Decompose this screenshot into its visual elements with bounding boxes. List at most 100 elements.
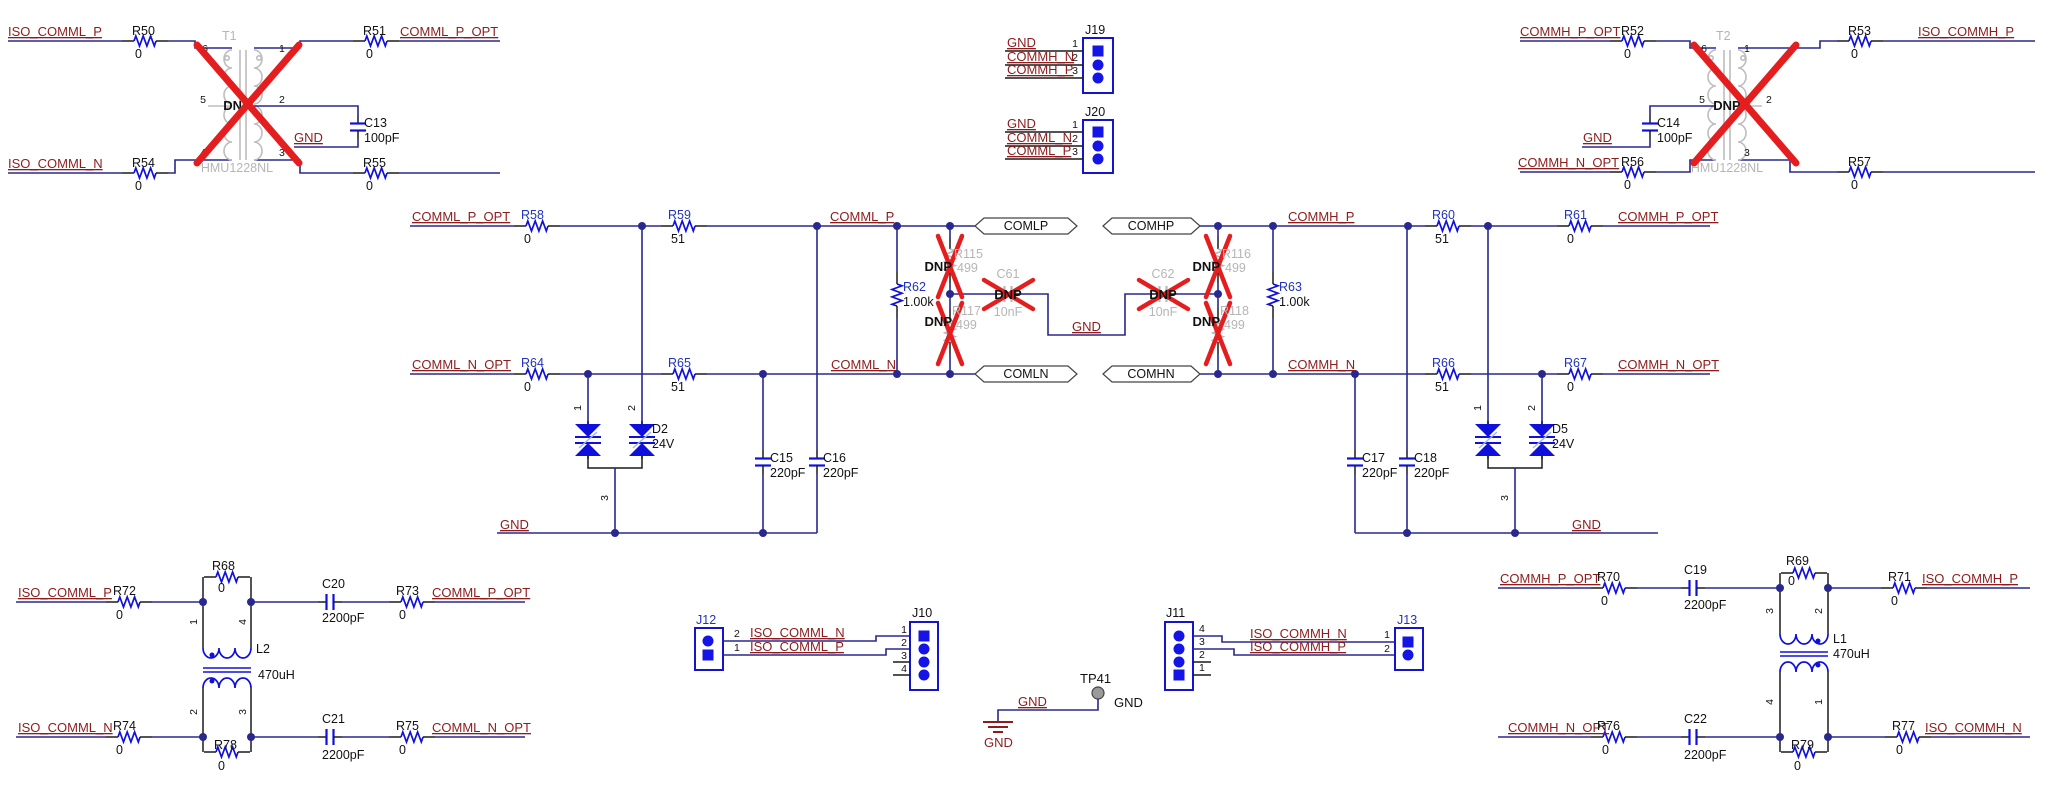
connector-pin	[918, 656, 930, 668]
r68-ref: R68	[212, 559, 235, 573]
c16-ref: C16	[823, 451, 846, 465]
c15-ref: C15	[770, 451, 793, 465]
r50-val: 0	[135, 47, 142, 61]
r61-val: 0	[1567, 232, 1574, 246]
net-label-commh-n-opt: COMMH_N_OPT	[1508, 720, 1609, 735]
j13-pin2: 2	[1384, 643, 1390, 655]
t1-pin1: 1	[279, 43, 285, 55]
j20-ref: J20	[1085, 105, 1105, 119]
inductor-L1: 3 2 4 1	[1764, 588, 1829, 737]
r70-val: 0	[1601, 594, 1608, 608]
connector-pin	[1402, 649, 1414, 661]
connector-J19: J19 GND COMMH_N COMMH_P 1 2 3	[1005, 23, 1114, 94]
j13-pin1: 1	[1384, 629, 1390, 641]
port-tag-comhn: COMHN	[1102, 365, 1201, 383]
net-label-commh-p-opt: COMMH_P_OPT	[1520, 24, 1620, 39]
j11-ref: J11	[1166, 606, 1185, 620]
connector-J20: J20 GND COMML_N COMML_P 1 2 3	[1005, 105, 1114, 174]
net-label-comml-n-opt: COMML_N_OPT	[412, 357, 511, 372]
l1-pin2: 2	[1813, 608, 1825, 614]
r56-val: 0	[1624, 178, 1631, 192]
connector-J12-J10-group: J12 2 ISO_COMML_N 1 ISO_COMML_P J10 1 2 …	[694, 606, 939, 691]
r74-ref: R74	[113, 719, 136, 733]
c22-val: 2200pF	[1684, 748, 1727, 762]
r52-val: 0	[1624, 47, 1631, 61]
resistor-symbol	[513, 368, 561, 380]
net-label-iso-commh-n: ISO_COMMH_N	[1925, 720, 2022, 735]
net-label-iso-commh-p: ISO_COMMH_P	[1918, 24, 2014, 39]
r76-ref: R76	[1597, 719, 1620, 733]
resistor-symbol	[1556, 220, 1604, 232]
testpoint-pad	[1091, 686, 1105, 700]
r61-ref: R61	[1564, 208, 1587, 222]
r65-val: 51	[671, 380, 685, 394]
transformer-T1: T1 HMU1228NL DNP 6 1 5 2 4 3	[193, 29, 368, 175]
r117-dnp-flag: DNP	[925, 314, 953, 329]
r64-val: 0	[524, 380, 531, 394]
r74-val: 0	[116, 743, 123, 757]
r118-val: 499	[1224, 318, 1245, 332]
r115-val: 499	[957, 261, 978, 275]
r77-ref: R77	[1892, 719, 1915, 733]
connector-pin	[918, 669, 930, 681]
t1-ref: T1	[222, 29, 237, 43]
j11-pin4: 4	[1199, 623, 1205, 635]
net-label-gnd: GND	[1007, 35, 1036, 50]
c13-val: 100pF	[364, 131, 400, 145]
j20-pin1: 1	[1072, 119, 1078, 131]
r116-ref: R116	[1222, 247, 1251, 261]
middle-filter-network: COMLP COMHP COMLN COMHN COMML_P_OPT R58 …	[410, 208, 1719, 537]
d2-pin2: 2	[626, 405, 638, 411]
r116-val: 499	[1225, 261, 1246, 275]
l2-ref: L2	[256, 642, 270, 656]
port-tag-label: COMLP	[1004, 219, 1048, 233]
capacitor-symbol	[1679, 578, 1707, 598]
connector-pin	[702, 635, 714, 647]
r66-ref: R66	[1432, 356, 1455, 370]
net-label-comml-p-opt: COMML_P_OPT	[400, 24, 498, 39]
t2-partnumber: HMU1228NL	[1691, 161, 1763, 175]
r79-val: 0	[1794, 759, 1801, 773]
resistor-symbol	[388, 596, 436, 608]
port-tag-comln: COMLN	[974, 365, 1078, 383]
j11-pin1: 1	[1199, 662, 1205, 674]
c61-dnp-flag: DNP	[994, 287, 1022, 302]
d2-val: 24V	[652, 437, 675, 451]
connector-pin	[1092, 140, 1104, 152]
r53-ref: R53	[1848, 24, 1871, 38]
port-tag-comlp: COMLP	[974, 217, 1078, 235]
t1-pin3: 3	[279, 147, 285, 159]
c61-ref: C61	[997, 267, 1020, 281]
c62-dnp-flag: DNP	[1149, 287, 1177, 302]
r58-val: 0	[524, 232, 531, 246]
c18-val: 220pF	[1414, 466, 1450, 480]
connector-pin	[702, 649, 714, 661]
net-label-comml-p-opt: COMML_P_OPT	[432, 585, 530, 600]
j20-pin3: 3	[1072, 146, 1078, 158]
connector-pin	[1092, 72, 1104, 84]
r72-ref: R72	[113, 584, 136, 598]
net-label-commh-n-opt: COMMH_N_OPT	[1518, 155, 1619, 170]
l2-pin3: 3	[237, 709, 249, 715]
j11-pin2: 2	[1199, 649, 1205, 661]
r54-val: 0	[135, 179, 142, 193]
resistor-symbol	[891, 271, 903, 319]
r54-ref: R54	[132, 156, 155, 170]
d5-pin3: 3	[1499, 495, 1511, 501]
r73-ref: R73	[396, 584, 419, 598]
r72-val: 0	[116, 608, 123, 622]
j19-pin2: 2	[1072, 52, 1078, 64]
j10-pin2: 2	[901, 637, 907, 649]
t2-pin3: 3	[1744, 147, 1750, 159]
net-label-comml-p-opt: COMML_P_OPT	[412, 209, 510, 224]
dnp-x-mark	[193, 41, 303, 167]
port-tag-label: COMLN	[1003, 367, 1048, 381]
r67-ref: R67	[1564, 356, 1587, 370]
r75-ref: R75	[396, 719, 419, 733]
tp41-net-comment: GND	[1114, 695, 1143, 710]
r116-dnp-flag: DNP	[1193, 259, 1221, 274]
resistor-symbol	[105, 596, 153, 608]
port-tag-label: COMHP	[1128, 219, 1175, 233]
resistor-symbol	[388, 731, 436, 743]
